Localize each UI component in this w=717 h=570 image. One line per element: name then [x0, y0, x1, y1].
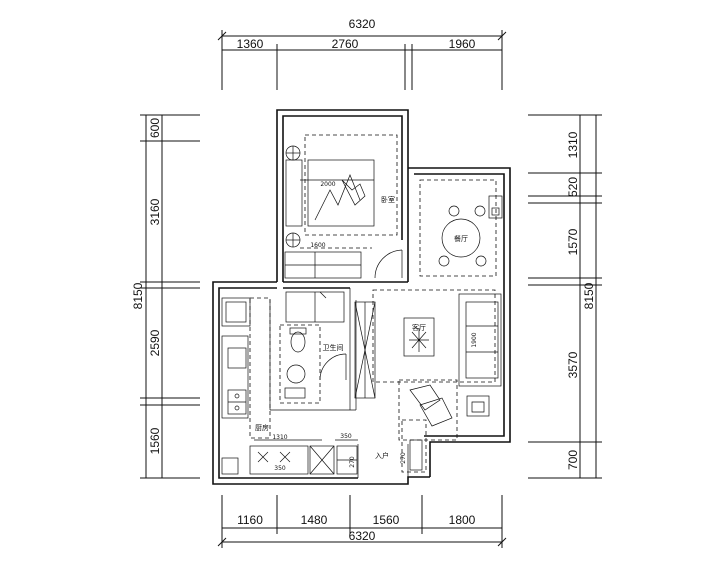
bottom-segment-2: 1480 [301, 513, 328, 527]
right-dimension-group: 1310 520 1570 3570 700 8150 [528, 114, 602, 479]
entrance: 350 270 入户 270 [335, 419, 427, 478]
right-segment-4: 3570 [566, 351, 580, 378]
left-segment-2: 3160 [148, 198, 162, 225]
top-dimension-group: 6320 1360 2760 1960 [217, 17, 507, 90]
stove-note: 350 [274, 465, 286, 472]
right-segment-3: 1570 [566, 228, 580, 255]
living-label: 客厅 [412, 323, 426, 332]
cabinet-width-label: 350 [340, 433, 352, 440]
entrance-label: 入户 [375, 451, 389, 460]
bathroom-label: 卫生间 [323, 343, 344, 352]
bottom-total-dimension: 6320 [349, 529, 376, 543]
dining-table-icon [441, 218, 481, 258]
shoe-rack-label: 270 [349, 456, 356, 468]
bottom-segment-1: 1160 [237, 513, 263, 527]
counter-length-label: 1310 [272, 434, 287, 441]
right-segment-5: 700 [566, 450, 580, 470]
top-segment-1: 1360 [237, 37, 264, 51]
dining-area: 餐厅 [419, 179, 503, 277]
left-segment-3: 2590 [148, 329, 162, 356]
entrance-cabinet-label: 270 [400, 452, 407, 464]
top-segment-2: 2760 [332, 37, 359, 51]
bathroom: 卫生间 [279, 291, 376, 404]
left-segment-4: 1560 [148, 427, 162, 454]
bedroom: 2000 1600 卧室 [284, 134, 403, 279]
living-room: 1900 客厅 [372, 289, 502, 441]
kitchen: 厨房 1310 350 [221, 297, 358, 475]
bedroom-label: 卧室 [381, 195, 395, 204]
top-segment-3: 1960 [449, 37, 476, 51]
armchair-icon [419, 397, 453, 427]
bottom-dimension-group: 1160 1480 1560 1800 6320 [217, 495, 507, 548]
bed-width-label: 2000 [320, 181, 335, 188]
top-total-dimension: 6320 [349, 17, 376, 31]
wardrobe-length-label: 1600 [310, 242, 325, 249]
sofa-icon [458, 293, 502, 387]
bottom-segment-4: 1800 [449, 513, 476, 527]
right-total-dimension: 8150 [582, 282, 596, 309]
side-table-icon [466, 395, 490, 417]
toilet-icon [290, 331, 306, 353]
bottom-segment-3: 1560 [373, 513, 400, 527]
dining-label: 餐厅 [454, 234, 468, 243]
left-total-dimension: 8150 [131, 282, 145, 309]
left-dimension-group: 8150 600 3160 2590 1560 [131, 114, 200, 479]
fridge-icon [221, 297, 251, 327]
kitchen-label: 厨房 [255, 423, 269, 432]
washbasin-icon [286, 364, 306, 384]
sofa-length-label: 1900 [471, 332, 478, 347]
left-segment-1: 600 [148, 118, 162, 138]
right-segment-2: 520 [566, 177, 580, 197]
tv-cabinet-icon [403, 317, 435, 357]
stove-icon [249, 445, 309, 475]
right-segment-1: 1310 [566, 131, 580, 158]
